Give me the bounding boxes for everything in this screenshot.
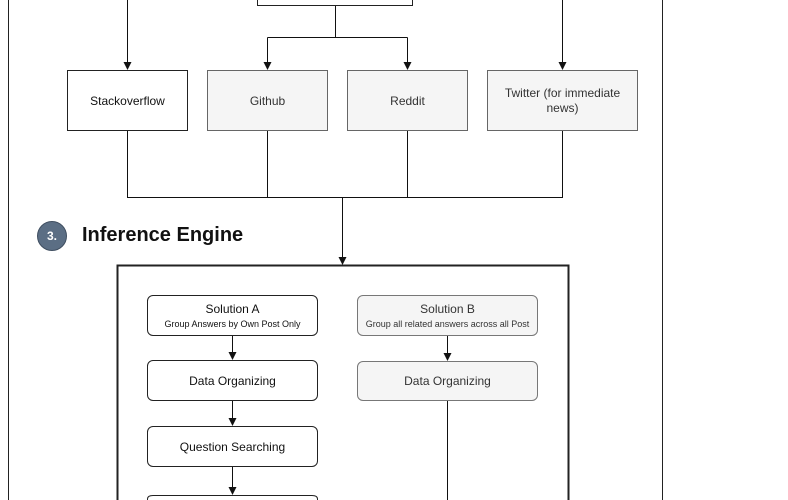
source-github: Github — [207, 70, 328, 131]
source-twitter: Twitter (for immediate news) — [487, 70, 638, 131]
solution-b-box: Solution B Group all related answers acr… — [357, 295, 538, 336]
section-title: Inference Engine — [82, 224, 244, 246]
solution-a-step-label: Question Searching — [179, 439, 286, 454]
section-number: 3. — [46, 229, 57, 243]
solution-a-step-label: Data Organizing — [189, 373, 276, 388]
solution-a-box: Solution A Group Answers by Own Post Onl… — [147, 295, 318, 336]
inference-engine-frame — [116, 264, 570, 500]
source-reddit: Reddit — [347, 70, 468, 131]
solution-a-step-question-searching: Question Searching — [147, 426, 318, 467]
section-number-badge: 3. — [37, 221, 67, 251]
solution-a-title: Solution A — [205, 302, 260, 316]
solution-b-title: Solution B — [420, 302, 475, 316]
solution-a-subtitle: Group Answers by Own Post Only — [164, 319, 301, 329]
solution-b-step-label: Data Organizing — [404, 374, 491, 388]
source-stackoverflow: Stackoverflow — [67, 70, 188, 131]
solution-b-subtitle: Group all related answers across all Pos… — [365, 319, 530, 329]
source-stackoverflow-label: Stackoverflow — [90, 93, 165, 108]
solution-a-step-data-organizing: Data Organizing — [147, 360, 318, 401]
split-connector — [267, 6, 408, 38]
source-twitter-label: Twitter (for immediate news) — [504, 85, 621, 115]
solution-a-next-step-partial — [147, 495, 318, 500]
source-reddit-label: Reddit — [390, 93, 425, 108]
merge-connector — [127, 130, 563, 198]
top-source-box — [257, 0, 413, 6]
solution-b-step-data-organizing: Data Organizing — [357, 361, 538, 401]
source-github-label: Github — [249, 93, 286, 108]
